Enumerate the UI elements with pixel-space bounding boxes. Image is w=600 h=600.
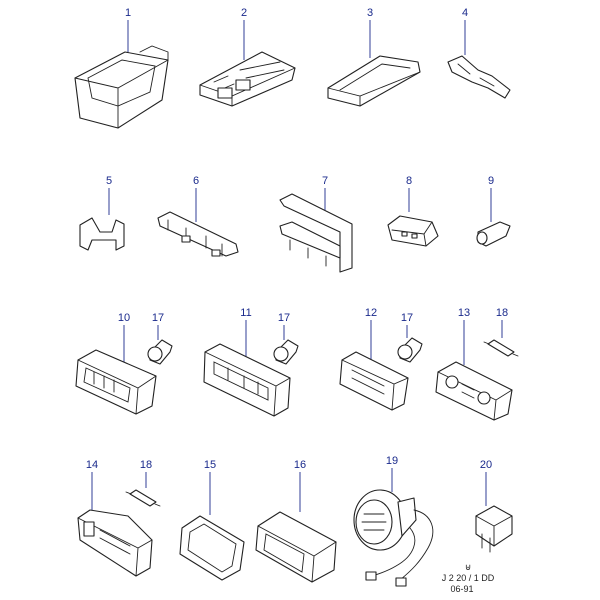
reference-code: J 2 20 / 1 DD	[442, 573, 495, 583]
part-9-holder: 9	[476, 175, 511, 247]
part-2-fusebox: 2	[199, 7, 296, 107]
callout-15: 15	[204, 459, 216, 471]
part-18b-bulb: 18	[125, 459, 161, 507]
part-17b-bulb: 17	[273, 312, 299, 365]
part-17a-bulb: 17	[147, 312, 173, 365]
reference-date: 06-91	[450, 584, 473, 594]
callout-18a: 18	[496, 307, 508, 319]
callout-7: 7	[322, 175, 328, 187]
callout-16: 16	[294, 459, 306, 471]
part-13-lamp: 13	[435, 307, 513, 421]
callout-17c: 17	[401, 312, 413, 324]
part-8-connector: 8	[387, 175, 439, 247]
part-11-lamp: 11	[203, 307, 291, 417]
part-12-lamp: 12	[339, 307, 409, 411]
part-6-strip: 6	[157, 175, 239, 257]
callout-4: 4	[462, 7, 468, 19]
callout-19: 19	[386, 455, 398, 467]
callout-13: 13	[458, 307, 470, 319]
callout-12: 12	[365, 307, 377, 319]
callout-8: 8	[406, 175, 412, 187]
part-19-roundlamp: 19	[353, 455, 434, 587]
callout-5: 5	[106, 175, 112, 187]
part-17c-bulb: 17	[397, 312, 423, 363]
part-18a-bulb: 18	[483, 307, 519, 357]
callout-9: 9	[488, 175, 494, 187]
callout-17b: 17	[278, 312, 290, 324]
part-5-bracket: 5	[79, 175, 125, 251]
callout-2: 2	[241, 7, 247, 19]
callout-14: 14	[86, 459, 98, 471]
part-7-frame: 7	[279, 175, 353, 273]
reference-symbol: ⊎	[465, 562, 472, 572]
part-20-socket: 20	[475, 459, 513, 553]
reference-block: ⊎ J 2 20 / 1 DD 06-91	[442, 562, 495, 594]
part-4-clip: 4	[447, 7, 511, 99]
callout-11: 11	[240, 307, 251, 319]
callout-17a: 17	[152, 312, 164, 324]
callout-10: 10	[118, 312, 130, 324]
part-3-cover: 3	[327, 7, 421, 107]
part-15-lens: 15	[179, 459, 245, 581]
callout-3: 3	[367, 7, 373, 19]
part-10-lamp: 10	[75, 312, 157, 415]
callout-6: 6	[193, 175, 199, 187]
callout-20: 20	[480, 459, 492, 471]
callout-18b: 18	[140, 459, 152, 471]
callout-1: 1	[125, 7, 131, 19]
part-1-box: 1	[74, 7, 169, 129]
part-14-lamp: 14	[77, 459, 153, 577]
part-16-housing: 16	[255, 459, 337, 583]
